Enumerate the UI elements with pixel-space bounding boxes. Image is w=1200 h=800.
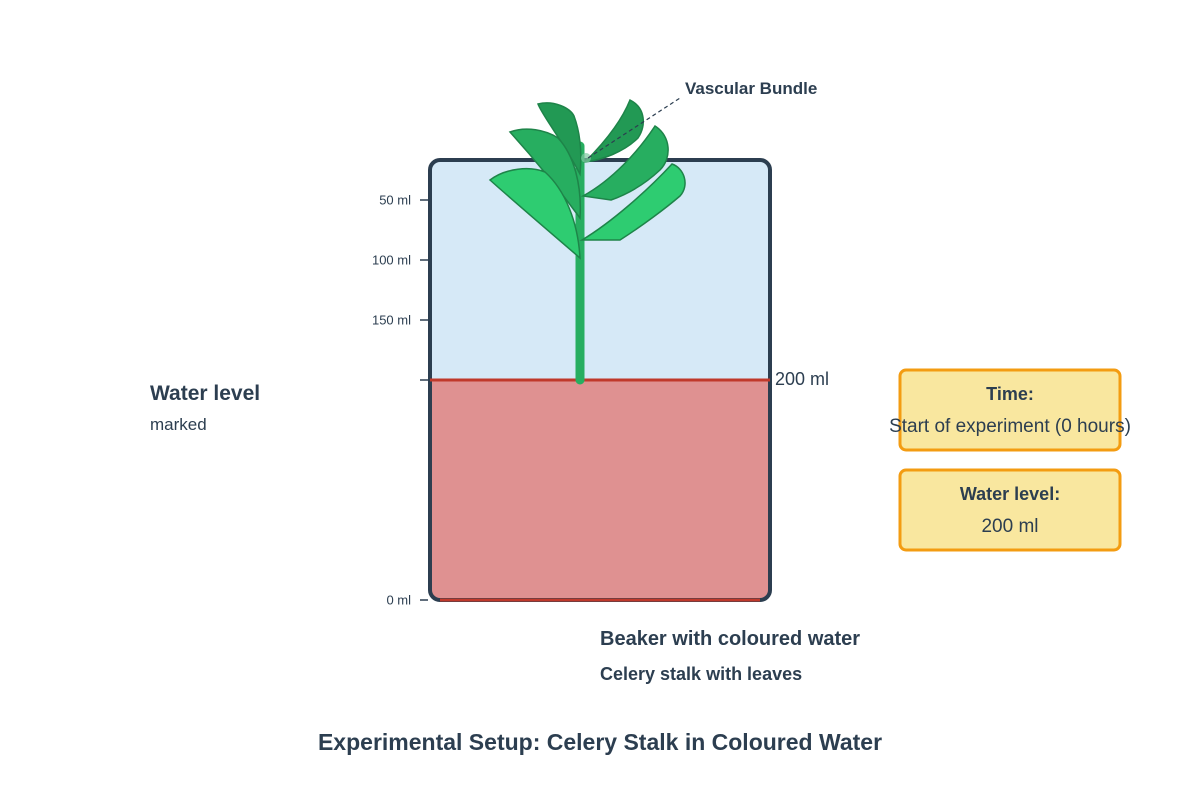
water-level-subtitle: marked [150,415,207,434]
scale-label-150: 150 ml [372,313,411,328]
volume-scale: 50 ml 100 ml 150 ml 0 ml 200 ml [372,193,829,608]
time-box-frame [898,368,1122,452]
water-box-title: Water level: [960,484,1060,504]
leaf [488,167,581,260]
time-box-value: Start of experiment (0 hours) [889,416,1131,437]
beaker [428,158,772,602]
coloured-water [430,380,770,600]
celery-stalk [488,98,686,385]
vascular-bundle-label: Vascular Bundle [685,79,817,98]
water-level-title: Water level [150,382,260,405]
scale-label-100: 100 ml [372,253,411,268]
time-info-box: Time: Start of experiment (0 hours) [889,368,1131,452]
leaf [580,124,669,201]
scale-label-50: 50 ml [379,193,411,208]
scale-label-0: 0 ml [386,593,411,608]
vascular-bundle-dot [581,153,591,163]
water-box-frame [898,468,1122,552]
leaf [579,163,686,241]
water-info-box: Water level: 200 ml [898,468,1122,552]
vascular-bundle-pointer [587,97,681,159]
diagram-title: Experimental Setup: Celery Stalk in Colo… [318,729,882,755]
time-box-title: Time: [986,384,1034,404]
water-level-mark-label: 200 ml [775,369,829,389]
water-box-value: 200 ml [981,516,1038,537]
celery-label: Celery stalk with leaves [600,664,802,684]
leaf [582,98,644,163]
beaker-label: Beaker with coloured water [600,628,860,650]
vascular-bundle-annotation: Vascular Bundle [587,79,817,159]
